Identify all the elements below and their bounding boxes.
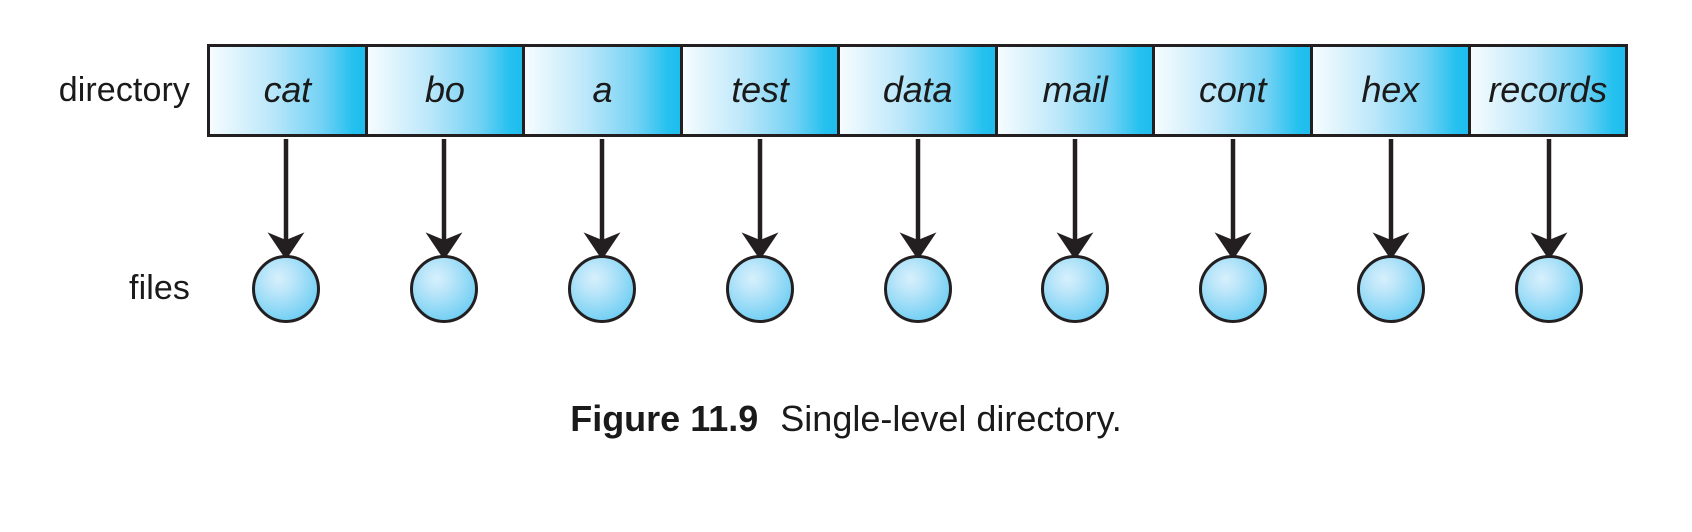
directory-entry-cell[interactable]: bo: [367, 47, 526, 134]
file-circle-icon[interactable]: [1357, 255, 1426, 323]
directory-entry-label: cat: [263, 68, 312, 110]
file-slot: [523, 253, 681, 325]
directory-entry-cell[interactable]: records: [1470, 47, 1626, 134]
file-circle-icon[interactable]: [409, 255, 478, 323]
figure-caption-title: Single-level directory.: [780, 398, 1122, 439]
directory-entry-label: a: [592, 68, 613, 110]
figure-caption-number: Figure 11.9: [570, 398, 759, 439]
file-circle-icon[interactable]: [725, 255, 794, 323]
directory-entry-label: test: [731, 68, 789, 110]
directory-entry-label: records: [1488, 68, 1608, 110]
file-circle-icon[interactable]: [1515, 255, 1584, 323]
file-slot: [681, 253, 839, 325]
directory-entry-cell[interactable]: hex: [1312, 47, 1471, 134]
directory-entry-cell[interactable]: data: [840, 47, 998, 134]
files-row: [207, 253, 1628, 325]
directory-entry-label: mail: [1042, 68, 1108, 110]
file-slot: [1312, 253, 1470, 325]
file-circle-icon[interactable]: [567, 255, 636, 323]
directory-entry-label: data: [882, 68, 953, 110]
directory-entry-cell[interactable]: cont: [1155, 47, 1313, 134]
file-slot: [365, 253, 523, 325]
directory-entry-cell[interactable]: cat: [210, 47, 368, 134]
directory-entry-label: hex: [1361, 68, 1419, 110]
directory-entry-label: cont: [1199, 68, 1267, 110]
directory-entry-cell[interactable]: mail: [997, 47, 1156, 134]
directory-entry-cell[interactable]: a: [525, 47, 683, 134]
file-circle-icon[interactable]: [251, 255, 320, 323]
row-label-directory: directory: [58, 71, 190, 109]
file-slot: [1470, 253, 1628, 325]
directory-entry-label: bo: [425, 68, 465, 110]
file-slot: [207, 253, 365, 325]
directory-entry-cell[interactable]: test: [682, 47, 841, 134]
file-circle-icon[interactable]: [1199, 255, 1268, 323]
file-circle-icon[interactable]: [883, 255, 952, 323]
figure-caption: Figure 11.9 Single-level directory.: [0, 398, 1692, 440]
file-slot: [839, 253, 997, 325]
file-slot: [996, 253, 1154, 325]
directory-table: cat bo a test data mail cont hex records: [207, 44, 1628, 137]
row-label-files: files: [129, 269, 190, 307]
file-slot: [1154, 253, 1312, 325]
file-circle-icon[interactable]: [1041, 255, 1110, 323]
